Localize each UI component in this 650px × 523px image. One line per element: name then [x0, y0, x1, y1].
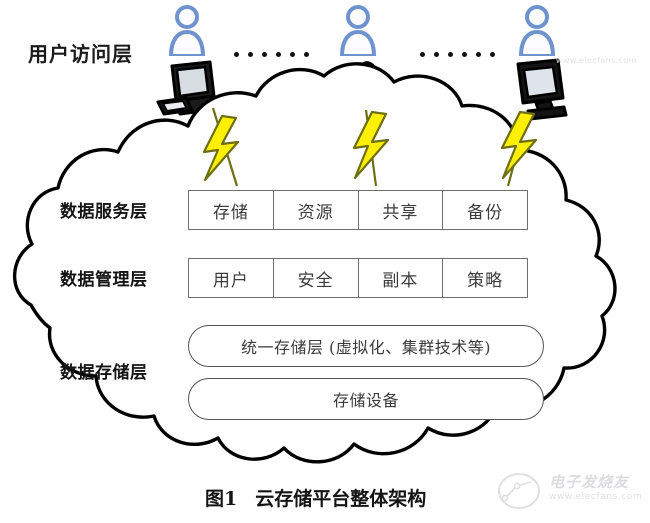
watermark: 电子发烧友 www.elecfans.com	[497, 466, 642, 516]
service-cell-resource[interactable]: 资源	[274, 191, 359, 229]
service-cell-share[interactable]: 共享	[359, 191, 444, 229]
management-cell-replica[interactable]: 副本	[359, 259, 444, 297]
management-cell-policy[interactable]: 策略	[467, 270, 504, 291]
watermark-brand: 电子发烧友	[549, 473, 630, 491]
user-person-icon	[166, 4, 208, 56]
management-cell-security[interactable]: 安全	[274, 259, 359, 297]
desktop-computer-icon	[152, 56, 226, 120]
watermark-logo-icon	[498, 473, 540, 509]
data-storage-layer-label: 数据存储层	[60, 363, 148, 383]
figure-caption: 图1 云存储平台整体架构	[205, 484, 426, 511]
watermark-faint-url: www.elecfans.com	[556, 56, 637, 65]
unified-storage-layer-box[interactable]: 统一存储层 (虚拟化、集群技术等)	[188, 325, 544, 367]
service-cell-storage[interactable]: 存储	[189, 191, 274, 229]
watermark-url: www.elecfans.com	[549, 492, 643, 502]
data-management-layer-row: 用户 安全 副本 策略	[188, 258, 528, 298]
monitor-display-icon	[508, 56, 576, 122]
storage-device-box[interactable]: 存储设备	[188, 378, 544, 420]
mobile-phone-icon	[327, 58, 389, 120]
user-person-icon	[516, 4, 558, 56]
user-access-layer-label: 用户访问层	[28, 42, 133, 66]
figure-number: 图1	[205, 488, 238, 510]
ellipsis-dots-right	[420, 52, 495, 57]
data-service-layer-row: 存储 资源 共享 备份	[188, 190, 528, 230]
data-management-layer-label: 数据管理层	[60, 270, 148, 290]
data-service-layer-label: 数据服务层	[60, 202, 148, 222]
management-cell-user[interactable]: 用户	[189, 259, 274, 297]
user-person-icon	[337, 4, 379, 56]
ellipsis-dots-left	[234, 52, 309, 57]
service-cell-backup[interactable]: 备份	[467, 202, 504, 223]
figure-title: 云存储平台整体架构	[255, 488, 427, 510]
